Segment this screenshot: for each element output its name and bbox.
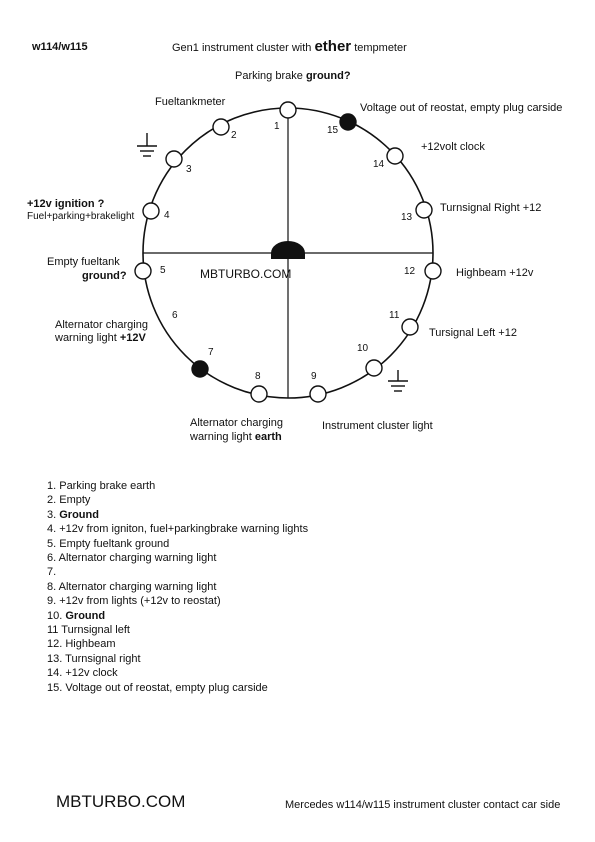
pin-1-marker bbox=[279, 101, 297, 119]
pin-13-marker bbox=[415, 201, 433, 219]
label-reostat: Voltage out of reostat, empty plug carsi… bbox=[360, 102, 563, 114]
label-alt-earth-1: Alternator charging bbox=[190, 417, 283, 429]
legend-item: 13. Turnsignal right bbox=[47, 652, 141, 665]
pin-number-3: 3 bbox=[186, 164, 192, 175]
label-parking-brake: Parking brake ground? bbox=[235, 70, 351, 82]
pin-number-8: 8 bbox=[255, 371, 261, 382]
label-instrument-light: Instrument cluster light bbox=[322, 420, 433, 432]
label-ignition-sub: Fuel+parking+brakelight bbox=[27, 211, 135, 222]
pin-number-14: 14 bbox=[373, 159, 385, 170]
title-prefix: Gen1 instrument cluster with bbox=[172, 42, 315, 54]
label-alt-warning-2: warning light +12V bbox=[55, 332, 146, 344]
legend-item: 6. Alternator charging warning light bbox=[47, 552, 217, 565]
legend-item: 11 Turnsignal left bbox=[47, 624, 130, 637]
ground-symbol-icon bbox=[137, 133, 157, 157]
label-alt-earth-2: warning light earth bbox=[190, 431, 282, 443]
label-turn-left: Tursignal Left +12 bbox=[429, 327, 517, 339]
legend-item: 2. Empty bbox=[47, 494, 91, 507]
pin-10-marker bbox=[365, 359, 383, 377]
pin-12-marker bbox=[424, 262, 442, 280]
legend-item: 10. Ground bbox=[47, 609, 106, 622]
center-key-shape bbox=[271, 241, 305, 259]
pin-14-marker bbox=[386, 147, 404, 165]
pin-8-marker bbox=[250, 385, 268, 403]
page-title: Gen1 instrument cluster with ether tempm… bbox=[172, 38, 407, 55]
pin-15-marker bbox=[339, 113, 357, 131]
label-ignition-title: +12v ignition ? bbox=[27, 198, 105, 210]
footer-brand: MBTURBO.COM bbox=[56, 792, 186, 811]
pin-number-6: 6 bbox=[172, 310, 178, 321]
model-label: w114/w115 bbox=[32, 41, 88, 53]
legend-item: 14. +12v clock bbox=[47, 667, 118, 680]
pin-number-13: 13 bbox=[401, 212, 413, 223]
pin-number-1: 1 bbox=[274, 121, 280, 132]
pin-11-marker bbox=[401, 318, 419, 336]
pin-7-marker bbox=[191, 360, 209, 378]
title-suffix: tempmeter bbox=[351, 42, 407, 54]
pin-number-4: 4 bbox=[164, 210, 170, 221]
legend-item: 3. Ground bbox=[47, 508, 99, 521]
pin-number-9: 9 bbox=[311, 371, 317, 382]
pin-number-12: 12 bbox=[404, 266, 416, 277]
pin-4-marker bbox=[142, 202, 160, 220]
pin-3-marker bbox=[165, 150, 183, 168]
legend-item: 15. Voltage out of reostat, empty plug c… bbox=[47, 681, 268, 694]
label-empty-fueltank-ground: ground? bbox=[82, 270, 127, 282]
pin-2-marker bbox=[212, 118, 230, 136]
pin-number-10: 10 bbox=[357, 343, 369, 354]
pin-number-11: 11 bbox=[389, 310, 400, 321]
pin-5-marker bbox=[134, 262, 152, 280]
legend-item: 5. Empty fueltank ground bbox=[47, 537, 170, 550]
legend-item: 9. +12v from lights (+12v to reostat) bbox=[47, 595, 221, 608]
pin-9-marker bbox=[309, 385, 327, 403]
label-clock: +12volt clock bbox=[421, 141, 485, 153]
label-fueltankmeter: Fueltankmeter bbox=[155, 96, 226, 108]
connector-diagram bbox=[134, 101, 442, 403]
ground-symbol-icon bbox=[388, 370, 408, 392]
pin-number-15: 15 bbox=[327, 125, 339, 136]
pin-number-7: 7 bbox=[208, 347, 214, 358]
legend-item: 12. Highbeam bbox=[47, 638, 116, 651]
footer-caption: Mercedes w114/w115 instrument cluster co… bbox=[285, 799, 561, 811]
legend-item: 4. +12v from igniton, fuel+parkingbrake … bbox=[47, 523, 309, 536]
label-empty-fueltank: Empty fueltank bbox=[47, 256, 120, 268]
title-emphasis: ether bbox=[314, 38, 352, 55]
legend-item: 7. bbox=[47, 566, 57, 579]
pin-number-2: 2 bbox=[231, 130, 237, 141]
pin-number-5: 5 bbox=[160, 265, 166, 276]
label-highbeam: Highbeam +12v bbox=[456, 267, 534, 279]
label-alt-warning-1: Alternator charging bbox=[55, 319, 148, 331]
center-label: MBTURBO.COM bbox=[200, 267, 292, 281]
legend-item: 8. Alternator charging warning light bbox=[47, 580, 217, 593]
label-turn-right: Turnsignal Right +12 bbox=[440, 202, 542, 214]
legend-item: 1. Parking brake earth bbox=[47, 480, 156, 492]
